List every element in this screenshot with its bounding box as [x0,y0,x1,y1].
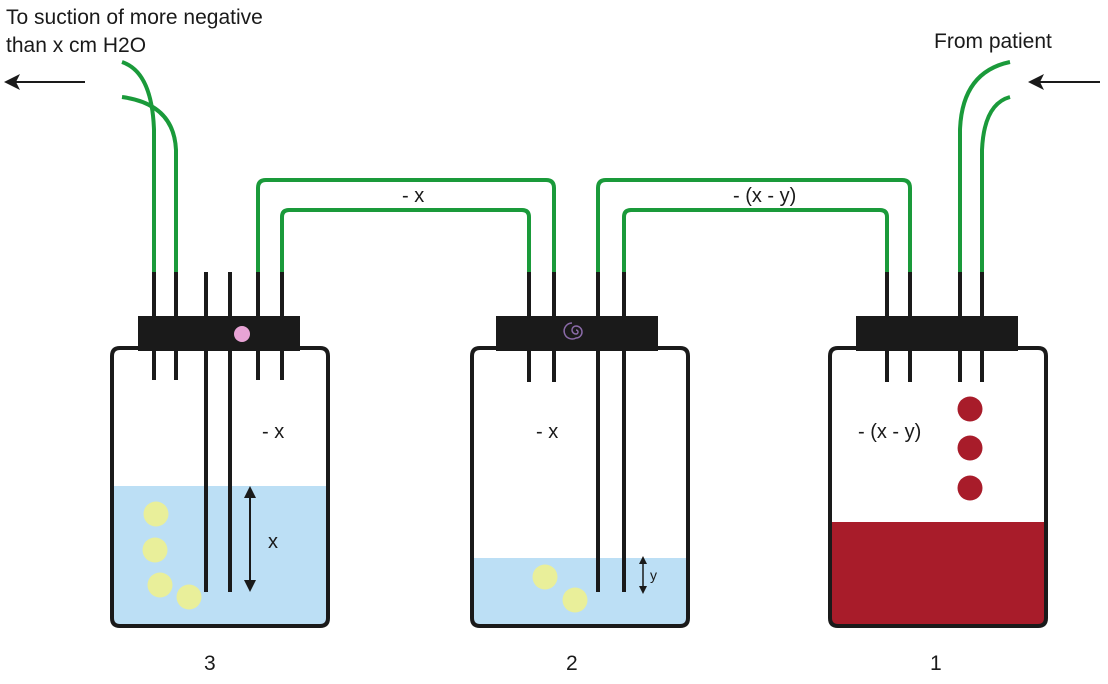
from-patient-label: From patient [934,30,1052,53]
bottle-2-pressure: - x [536,421,558,443]
patient-tube-outer [958,60,1011,272]
bubble [142,537,168,563]
height-x-arrow [244,486,256,592]
bottle-1-outline [828,346,1048,628]
tube-2-to-1-inner [622,208,889,272]
tube-2-to-1-outer [596,178,912,272]
bottle-3-pressure: - x [262,421,284,443]
bottle-2-number: 2 [566,652,578,675]
bottle-3-tubes [152,272,284,592]
bottle-1-tubes [885,272,984,382]
tube-3-to-2-inner [280,208,531,272]
bubble [562,587,588,613]
suction-tube-inner [121,95,178,272]
green-tubing [121,60,1011,272]
bottle-2-tubes [527,272,626,592]
bottle-3-cap [138,316,300,351]
bubble [143,501,169,527]
bubble [176,584,202,610]
spiral-icon [563,322,583,340]
height-y-arrow [639,556,647,594]
bottle-3-outline [110,346,330,628]
tube-label-2-to-1: - (x - y) [733,185,796,207]
blood-drop [957,435,983,461]
suction-tube-outer [121,60,156,272]
patient-tube-inner [980,95,1011,272]
bottle-2: y - x 2 [470,272,690,675]
bubble [147,572,173,598]
bottle-1-number: 1 [930,652,942,675]
from-patient-arrow [1028,74,1100,90]
bottle-1-blood [830,522,1046,626]
height-y-label: y [650,567,657,583]
suction-arrow [4,74,85,90]
bubble [532,564,558,590]
bottle-3: x - x 3 [110,272,330,675]
bottle-1-cap [856,316,1018,351]
bottle-1-pressure: - (x - y) [858,421,921,443]
bottle-2-outline [470,346,690,628]
suction-label-line2: than x cm H2O [6,34,146,57]
height-x-label: x [268,531,278,553]
bottle-3-number: 3 [204,652,216,675]
blood-drop [957,396,983,422]
tube-label-3-to-2: - x [402,185,424,207]
bottle-1: - (x - y) 1 [828,272,1048,675]
pink-indicator-dot [234,326,250,342]
tube-3-to-2-outer [256,178,556,272]
blood-drop [957,475,983,501]
suction-label-line1: To suction of more negative [6,6,263,29]
